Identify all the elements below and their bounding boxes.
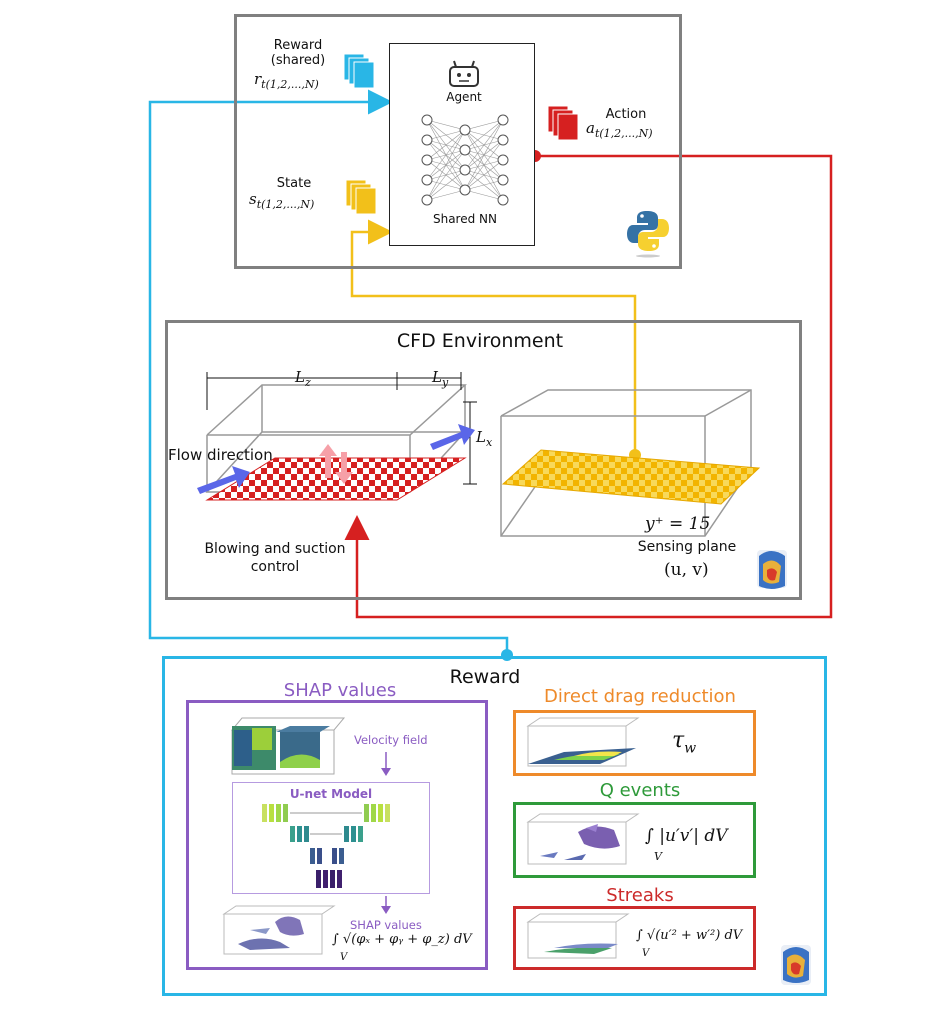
nn-node <box>421 174 433 186</box>
q-formula: ∫ |u′v′| dV <box>645 826 728 846</box>
yplus-label: y⁺ = 15 <box>645 514 711 534</box>
cfd-illustration <box>197 372 787 589</box>
lz-label: Lz <box>295 368 311 389</box>
shap-panel <box>186 700 488 970</box>
cfd-logo-icon <box>757 550 787 589</box>
cfd-title: CFD Environment <box>396 330 564 352</box>
python-logo-icon <box>627 211 669 258</box>
velocity-field-image <box>230 717 346 775</box>
control-label: Blowing and suction control <box>204 541 346 575</box>
reward-feedback-line <box>148 89 509 655</box>
drag-title: Direct drag reduction <box>544 686 736 707</box>
drag-panel <box>513 710 756 776</box>
reward-symbol: rt(1,2,...,N) <box>254 70 319 91</box>
streaks-formula: ∫ √(u′² + w′²) dV <box>636 928 743 943</box>
agent-panel <box>234 14 682 269</box>
q-events-image <box>526 813 640 865</box>
nn-node <box>497 134 509 146</box>
action-label: Action <box>605 107 647 122</box>
nn-node <box>497 174 509 186</box>
nn-node <box>497 114 509 126</box>
nn-node <box>459 144 471 156</box>
reward-panel <box>162 656 827 996</box>
cfd-environment-panel <box>165 320 802 600</box>
arrow-down-icon-2 <box>381 896 391 914</box>
state-symbol: st(1,2,...,N) <box>249 190 315 211</box>
agent-network-box <box>389 43 535 246</box>
state-line <box>350 219 637 455</box>
q-events-title: Q events <box>599 780 681 801</box>
state-stack-icon <box>345 179 377 215</box>
flow-arrow-left <box>197 466 250 494</box>
streaks-panel <box>513 906 756 970</box>
nn-node <box>421 134 433 146</box>
nn-node <box>459 184 471 196</box>
neural-network-diagram <box>421 114 509 206</box>
nn-label: Shared NN <box>432 212 497 226</box>
arrow-down-icon <box>381 752 391 776</box>
action-line <box>344 154 833 619</box>
sensing-plane-label: Sensing plane <box>637 539 737 555</box>
shap-small-label: SHAP values <box>350 918 422 932</box>
robot-icon <box>449 60 479 87</box>
q-formula-sub: V <box>654 850 662 863</box>
drag-symbol: τw <box>672 728 697 757</box>
streaks-title: Streaks <box>606 885 674 906</box>
nn-node <box>421 114 433 126</box>
agent-label: Agent <box>446 90 482 104</box>
flow-direction-label: Flow direction <box>168 446 273 464</box>
streaks-formula-sub: V <box>642 948 650 959</box>
unet-box <box>232 782 430 894</box>
shap-formula: ∫ √(φₓ + φᵧ + φ_z) dV <box>332 932 472 947</box>
nn-node <box>497 194 509 206</box>
reward-title: Reward <box>449 666 521 688</box>
uv-label: (u, v) <box>664 560 709 580</box>
ly-label: Ly <box>432 368 449 389</box>
shap-title: SHAP values <box>283 680 397 701</box>
reward-label: Reward (shared) <box>270 38 326 68</box>
q-events-panel <box>513 802 756 878</box>
velocity-field-label: Velocity field <box>354 733 428 747</box>
action-symbol: at(1,2,...,N) <box>586 119 653 140</box>
control-plane <box>205 457 467 501</box>
unet-label: U-net Model <box>289 787 373 801</box>
shap-field-image <box>222 905 336 955</box>
streaks-image <box>526 913 630 959</box>
lx-label: Lx <box>476 428 493 449</box>
nn-node <box>421 154 433 166</box>
nn-node <box>459 124 471 136</box>
reward-stack-icon <box>343 53 375 89</box>
nn-node <box>459 164 471 176</box>
unet-diagram <box>262 804 390 888</box>
nn-node <box>497 154 509 166</box>
flow-arrow-right <box>430 424 475 450</box>
reward-logo-icon <box>781 945 811 985</box>
shap-formula-sub: V <box>340 952 348 963</box>
sensing-plane <box>501 449 761 505</box>
blowing-suction-arrows <box>319 444 353 484</box>
action-stack-icon <box>547 105 579 141</box>
state-label: State <box>276 176 312 191</box>
drag-field-image <box>526 717 640 767</box>
nn-node <box>421 194 433 206</box>
